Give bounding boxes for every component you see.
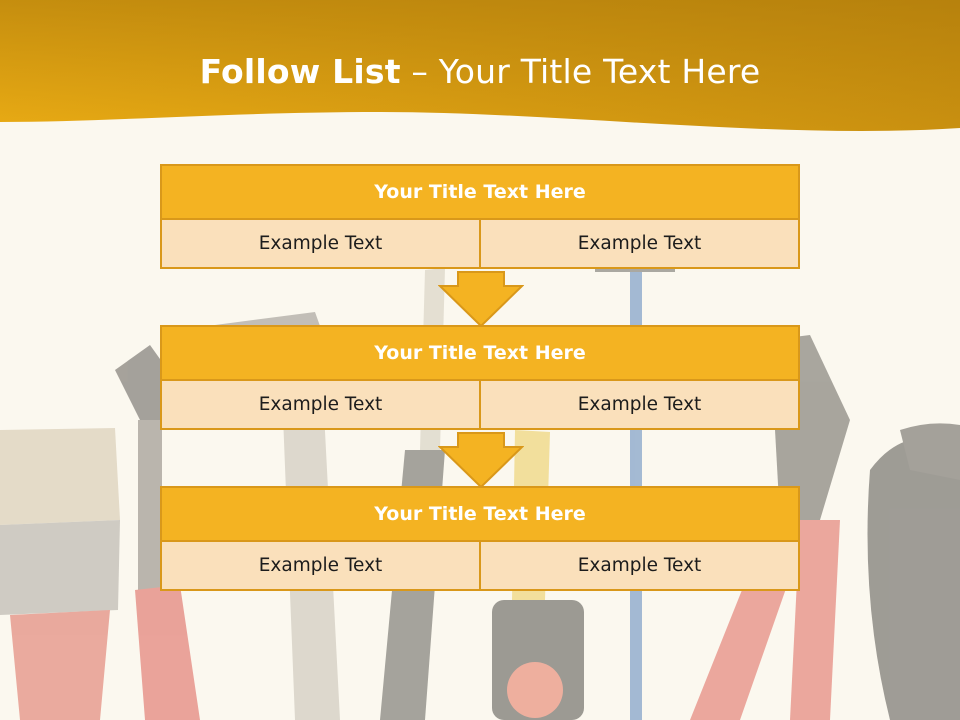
- paint-brush-icon: [0, 428, 120, 720]
- block-cell-left: Example Text: [162, 542, 479, 589]
- block-row: Example Text Example Text: [160, 381, 800, 430]
- block-title: Your Title Text Here: [160, 325, 800, 381]
- block-cell-left: Example Text: [162, 381, 479, 428]
- follow-block-3: Your Title Text Here Example Text Exampl…: [160, 486, 800, 591]
- down-arrow-icon: [438, 432, 524, 489]
- block-title: Your Title Text Here: [160, 164, 800, 220]
- block-cell-right: Example Text: [479, 220, 798, 267]
- follow-block-2: Your Title Text Here Example Text Exampl…: [160, 325, 800, 430]
- slide-title-bold: Follow List: [199, 52, 401, 91]
- block-cell-right: Example Text: [479, 542, 798, 589]
- block-cell-right: Example Text: [479, 381, 798, 428]
- follow-block-1: Your Title Text Here Example Text Exampl…: [160, 164, 800, 269]
- block-row: Example Text Example Text: [160, 542, 800, 591]
- work-glove-icon: [867, 423, 960, 720]
- down-arrow-icon: [438, 271, 524, 328]
- slide-title-rest: – Your Title Text Here: [400, 52, 761, 91]
- block-cell-left: Example Text: [162, 220, 479, 267]
- block-title: Your Title Text Here: [160, 486, 800, 542]
- block-row: Example Text Example Text: [160, 220, 800, 269]
- slide-title: Follow List – Your Title Text Here: [0, 52, 960, 91]
